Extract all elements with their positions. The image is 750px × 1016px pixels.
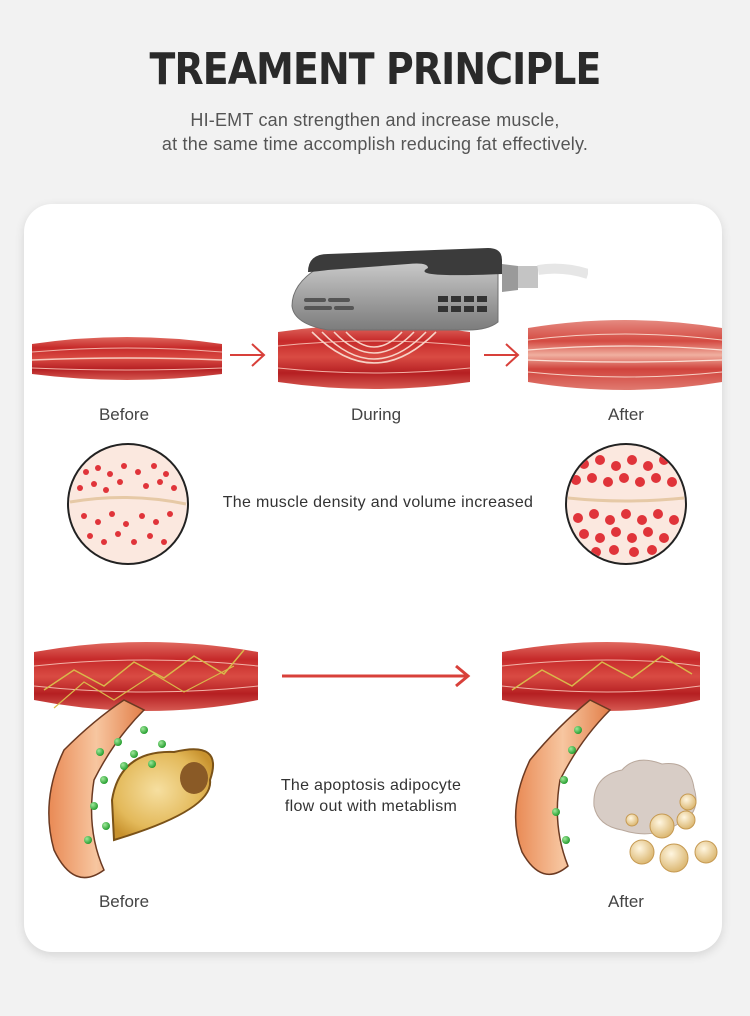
fat-caption-line-1: The apoptosis adipocyte	[280, 777, 462, 794]
page-title: TREAMENT PRINCIPLE	[149, 44, 602, 95]
muscle-after-image	[528, 320, 722, 390]
fat-stage-label-after: After	[608, 892, 644, 911]
stage-label-before: Before	[98, 405, 150, 424]
fat-before-image	[34, 642, 258, 879]
muscle-before-image	[32, 337, 222, 380]
long-arrow-icon	[282, 664, 471, 688]
subtitle-line-2: at the same time accomplish reducing fat…	[161, 134, 589, 154]
fat-caption-line-2: flow out with metablism	[284, 798, 458, 815]
muscle-section-after-image	[565, 443, 687, 565]
subtitle-line-1: HI-EMT can strengthen and increase muscl…	[190, 110, 560, 130]
arrow-icon	[230, 343, 266, 367]
hiemt-device-image	[291, 248, 588, 331]
fat-stage-label-before: Before	[98, 892, 150, 911]
fat-after-image	[502, 642, 718, 875]
stage-label-during: During	[350, 405, 402, 424]
muscle-caption: The muscle density and volume increased	[222, 494, 534, 511]
muscle-section-before-image	[67, 443, 189, 565]
arrow-icon	[484, 343, 520, 367]
stage-label-after: After	[608, 405, 644, 424]
muscle-during-image	[278, 325, 470, 389]
